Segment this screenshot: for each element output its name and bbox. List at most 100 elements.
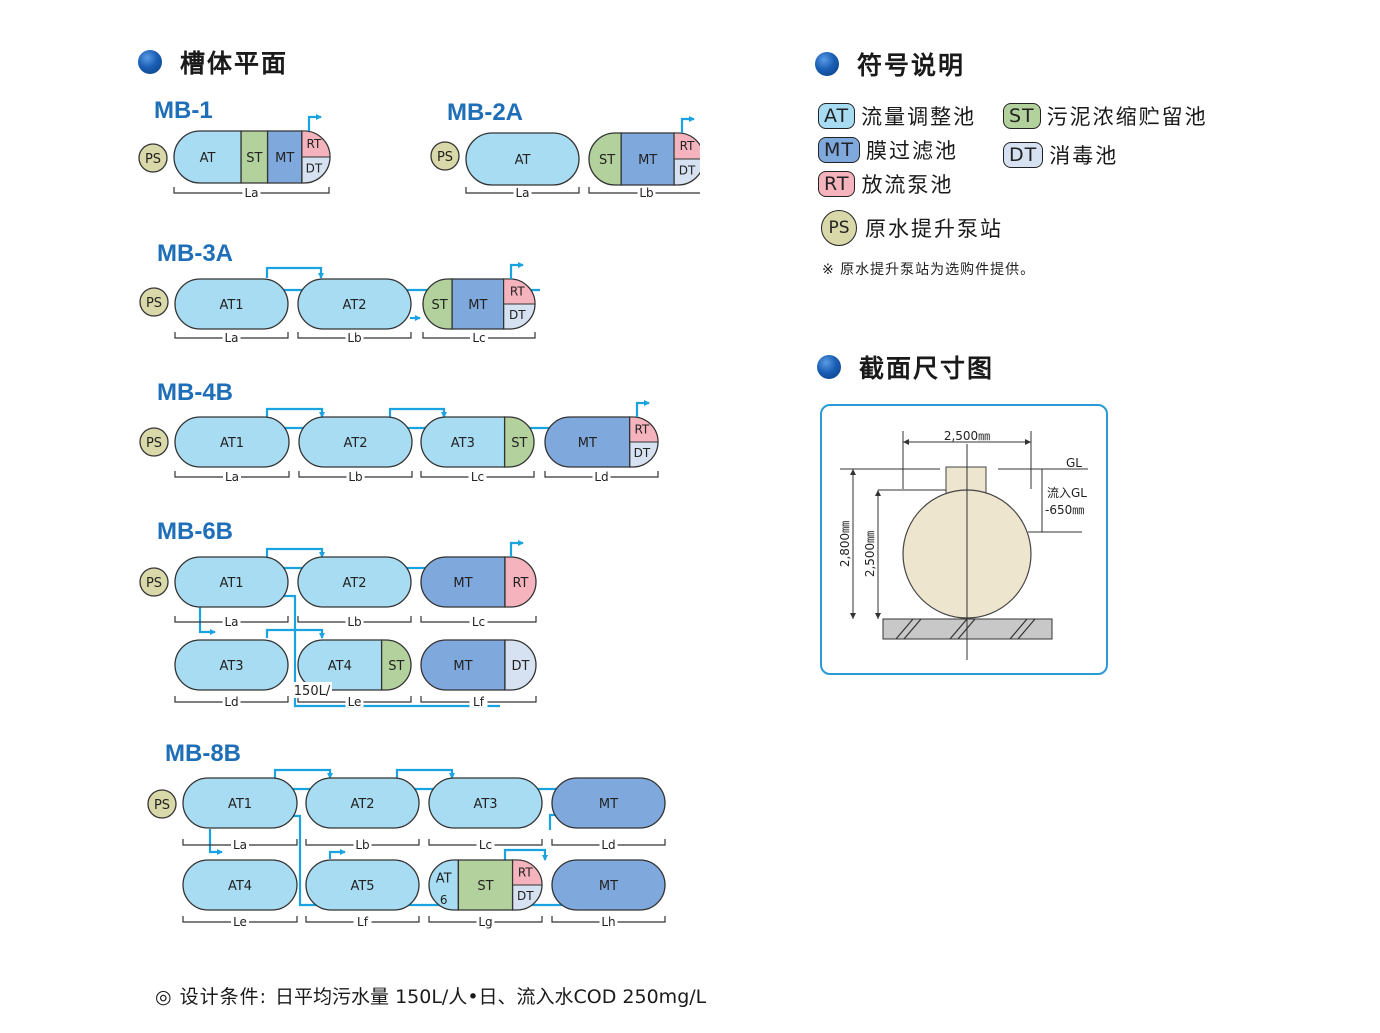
- at-label: AT2: [342, 576, 366, 591]
- dt-label: DT: [517, 889, 534, 903]
- width-dimension-label: 2,500㎜: [944, 429, 990, 443]
- tank-height-label: 2,500㎜: [863, 531, 877, 577]
- bullet-icon: [138, 50, 162, 74]
- legend-rt-chip: RT: [818, 171, 856, 197]
- at-compartment: [174, 556, 289, 608]
- dt-label: DT: [679, 164, 696, 178]
- st-compartment: [503, 416, 535, 468]
- flow-line: [208, 829, 223, 855]
- legend-note: ※ 原水提升泵站为选购件提供。: [822, 262, 1036, 278]
- dt-label: DT: [509, 308, 526, 322]
- st-label: ST: [431, 298, 447, 313]
- mt-compartment: [551, 859, 666, 911]
- pump-station-label: PS: [146, 296, 162, 311]
- dimension-label-bg: [345, 698, 364, 707]
- dimension-label: Lc: [472, 331, 485, 345]
- pump-station-icon: [430, 141, 460, 171]
- at-label: AT: [436, 872, 452, 887]
- legend-rt-text: 放流泵池: [861, 173, 954, 197]
- dimension-label-bg: [599, 918, 618, 927]
- plan-label-mb4b: MB-4B: [157, 379, 233, 406]
- at-label: AT: [200, 151, 216, 166]
- pump-station-label: PS: [437, 150, 453, 165]
- legend-st: ST 污泥浓缩贮留池: [1003, 101, 1208, 131]
- rt-label: RT: [307, 137, 322, 151]
- dimension-label-bg: [353, 918, 372, 927]
- dimension-label: Lf: [357, 915, 369, 929]
- dimension-label: Lh: [601, 915, 615, 929]
- mt-label: MT: [453, 576, 472, 591]
- st-label: ST: [246, 151, 262, 166]
- mt-label: MT: [468, 298, 487, 313]
- dimension-label-bg: [476, 841, 495, 850]
- dimension-label: Lf: [473, 695, 485, 709]
- at-label: AT3: [451, 436, 475, 451]
- design-conditions-text: 日平均污水量 150L/人•日、流入水COD 250mg/L: [275, 986, 707, 1008]
- at-compartment: [297, 556, 412, 608]
- dimension-label: La: [233, 838, 247, 852]
- dimension-label: Ld: [224, 695, 238, 709]
- dimension-label-bg: [345, 618, 364, 627]
- dimension-label-bg: [637, 189, 656, 198]
- dimension-label: La: [515, 186, 529, 200]
- rt-label: RT: [680, 139, 695, 153]
- legend-at-chip: AT: [818, 103, 856, 129]
- section-diagram: 2,500㎜ GL 流入GL -650㎜ 2,800㎜ 2,500㎜: [838, 429, 1088, 660]
- at-compartment: [298, 416, 413, 468]
- dimension-label-bg: [345, 334, 364, 343]
- at-label: AT3: [473, 797, 497, 812]
- mt-label: MT: [599, 797, 618, 812]
- design-conditions-label: ◎ 设计条件:: [155, 986, 268, 1008]
- dimension-label: Lc: [471, 470, 484, 484]
- plan-label-mb1: MB-1: [154, 97, 213, 124]
- at-compartment: [428, 777, 543, 829]
- flow-line: [198, 607, 216, 635]
- at-compartment: [420, 416, 506, 468]
- mt-label: MT: [453, 659, 472, 674]
- dimension-label-bg: [468, 473, 487, 482]
- legend-dt-text: 消毒池: [1049, 144, 1119, 168]
- total-height-label: 2,800㎜: [838, 521, 852, 567]
- at-label: AT1: [219, 298, 243, 313]
- dimension-label: Lb: [348, 470, 362, 484]
- stray-text: 150L/: [294, 684, 331, 699]
- rt-compartment: [504, 556, 537, 608]
- rt-compartment: [673, 132, 700, 160]
- at-label: AT5: [350, 879, 374, 894]
- legend-ps-text: 原水提升泵站: [865, 217, 1003, 241]
- flow-line: [388, 407, 447, 418]
- flow-line: [307, 114, 322, 131]
- dimension-label-bg: [222, 698, 241, 707]
- dimension-label: Lb: [347, 615, 361, 629]
- dt-compartment: [504, 639, 537, 691]
- dimension-label-bg: [476, 918, 495, 927]
- dimension-label-bg: [353, 841, 372, 850]
- bullet-icon: [817, 355, 841, 379]
- dimension-label-bg: [231, 918, 249, 927]
- dt-label: DT: [306, 162, 323, 176]
- legend-ps-chip: PS: [821, 210, 857, 246]
- dimension-label-bg: [513, 189, 532, 198]
- dimension-label: La: [224, 331, 238, 345]
- at-compartment: [174, 639, 289, 691]
- at-label: AT: [515, 153, 531, 168]
- inflow-depth-label: -650㎜: [1045, 503, 1084, 517]
- dimension-label-bg: [222, 334, 241, 343]
- dimension-label: Ld: [594, 470, 608, 484]
- gl-label: GL: [1066, 456, 1082, 470]
- stray-text-bg: [292, 682, 332, 698]
- dimension-label-bg: [223, 473, 241, 482]
- dt-label: DT: [511, 659, 529, 674]
- legend-at-text: 流量调整池: [861, 105, 977, 129]
- symbols-heading: 符号说明: [815, 46, 965, 82]
- flow-line: [265, 407, 325, 418]
- legend-rt: RT 放流泵池: [818, 169, 953, 199]
- rt-label: RT: [634, 423, 649, 437]
- mt-label: MT: [599, 879, 618, 894]
- pump-station-icon: [139, 567, 169, 597]
- symbols-heading-text: 符号说明: [857, 51, 966, 80]
- at-compartment: [182, 859, 298, 911]
- at-compartment: [297, 278, 412, 330]
- flow-line: [273, 768, 333, 779]
